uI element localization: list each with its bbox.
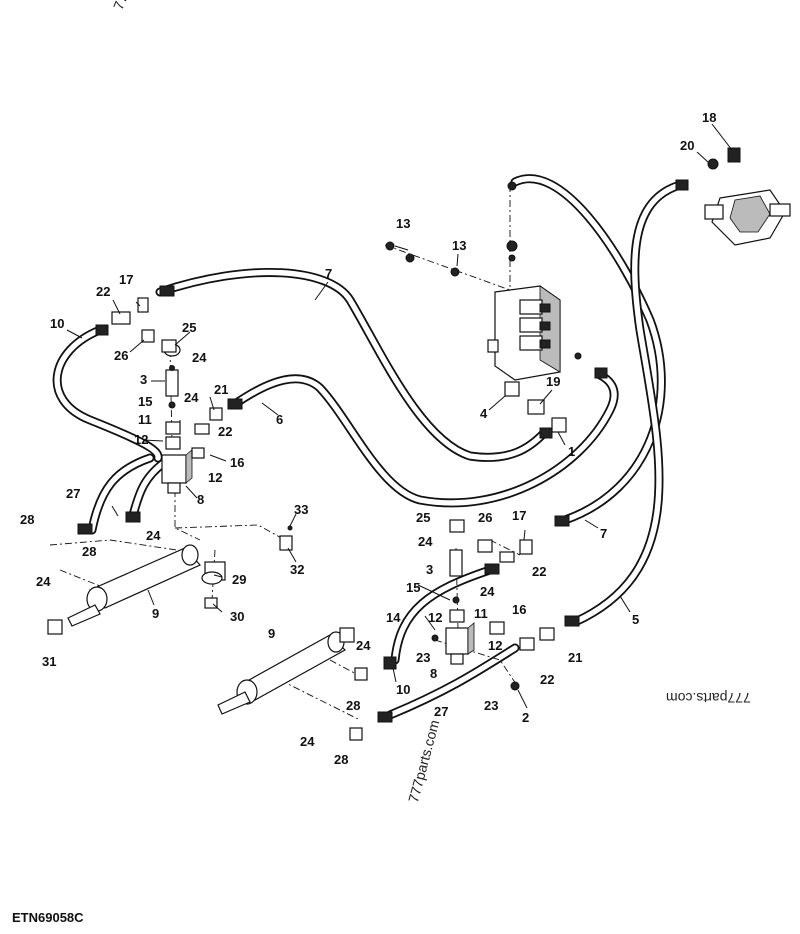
callout-10b: 10 [396, 682, 410, 697]
callout-28d: 28 [334, 752, 348, 767]
callout-13b: 13 [452, 238, 466, 253]
callout-17: 17 [119, 272, 133, 287]
callout-5: 5 [632, 612, 639, 627]
callout-4: 4 [480, 406, 488, 421]
callout-18: 18 [702, 110, 716, 125]
callout-2: 2 [522, 710, 529, 725]
callout-22c: 22 [532, 564, 546, 579]
callout-16: 16 [230, 455, 244, 470]
cylinder-left [47, 535, 293, 635]
callout-22: 22 [96, 284, 110, 299]
callout-24: 24 [192, 350, 207, 365]
callout-22b: 22 [218, 424, 232, 439]
callout-16b: 16 [512, 602, 526, 617]
callout-8: 8 [197, 492, 204, 507]
callout-7: 7 [325, 266, 332, 281]
callout-21: 21 [214, 382, 228, 397]
callout-9: 9 [152, 606, 159, 621]
control-valve [487, 181, 561, 381]
callout-12b: 12 [208, 470, 222, 485]
callout-28b: 28 [82, 544, 96, 559]
callout-17b: 17 [512, 508, 526, 523]
callout-3b: 3 [426, 562, 433, 577]
callout-9b: 9 [268, 626, 275, 641]
callout-7b: 7 [600, 526, 607, 541]
callout-20: 20 [680, 138, 694, 153]
callout-8b: 8 [430, 666, 437, 681]
callout-12: 12 [134, 432, 148, 447]
callout-24b: 24 [184, 390, 199, 405]
callout-15: 15 [138, 394, 152, 409]
callout-1: 1 [568, 444, 575, 459]
callout-24d: 24 [36, 574, 51, 589]
callout-25: 25 [182, 320, 196, 335]
cylinder-right [217, 627, 368, 741]
callout-29: 29 [232, 572, 246, 587]
callout-6: 6 [276, 412, 283, 427]
callout-28c: 28 [346, 698, 360, 713]
callout-14: 14 [386, 610, 401, 625]
callout-27b: 27 [434, 704, 448, 719]
callout-12c: 12 [428, 610, 442, 625]
callout-11b: 11 [474, 606, 488, 621]
callout-23b: 23 [484, 698, 498, 713]
hose-fittings [77, 179, 689, 723]
callout-24h: 24 [300, 734, 315, 749]
callout-24g: 24 [356, 638, 371, 653]
callout-30: 30 [230, 609, 244, 624]
callout-10: 10 [50, 316, 64, 331]
callout-24e: 24 [418, 534, 433, 549]
callout-24f: 24 [480, 584, 495, 599]
callout-3: 3 [140, 372, 147, 387]
right-manifold-block [431, 519, 555, 691]
pump-assembly [704, 147, 791, 246]
callout-12d: 12 [488, 638, 502, 653]
callout-22d: 22 [540, 672, 554, 687]
callout-19: 19 [546, 374, 560, 389]
callout-27: 27 [66, 486, 80, 501]
callout-26b: 26 [478, 510, 492, 525]
left-manifold-block [111, 297, 223, 494]
hoses [52, 174, 685, 720]
callout-23: 23 [416, 650, 430, 665]
callout-11: 11 [138, 412, 152, 427]
callout-13: 13 [396, 216, 410, 231]
callout-32: 32 [290, 562, 304, 577]
callout-15b: 15 [406, 580, 420, 595]
callout-25b: 25 [416, 510, 430, 525]
callout-33: 33 [294, 502, 308, 517]
callout-28: 28 [20, 512, 34, 527]
callout-26: 26 [114, 348, 128, 363]
callout-21b: 21 [568, 650, 582, 665]
watermark-right: 777parts.com [666, 690, 751, 706]
callout-31: 31 [42, 654, 56, 669]
callout-labels: 1 2 3 3 4 5 6 7 7 8 8 9 9 10 10 11 11 12… [20, 110, 716, 767]
reference-code: ETN69058C [12, 910, 84, 925]
leader-lines [66, 123, 733, 709]
callout-24c: 24 [146, 528, 161, 543]
